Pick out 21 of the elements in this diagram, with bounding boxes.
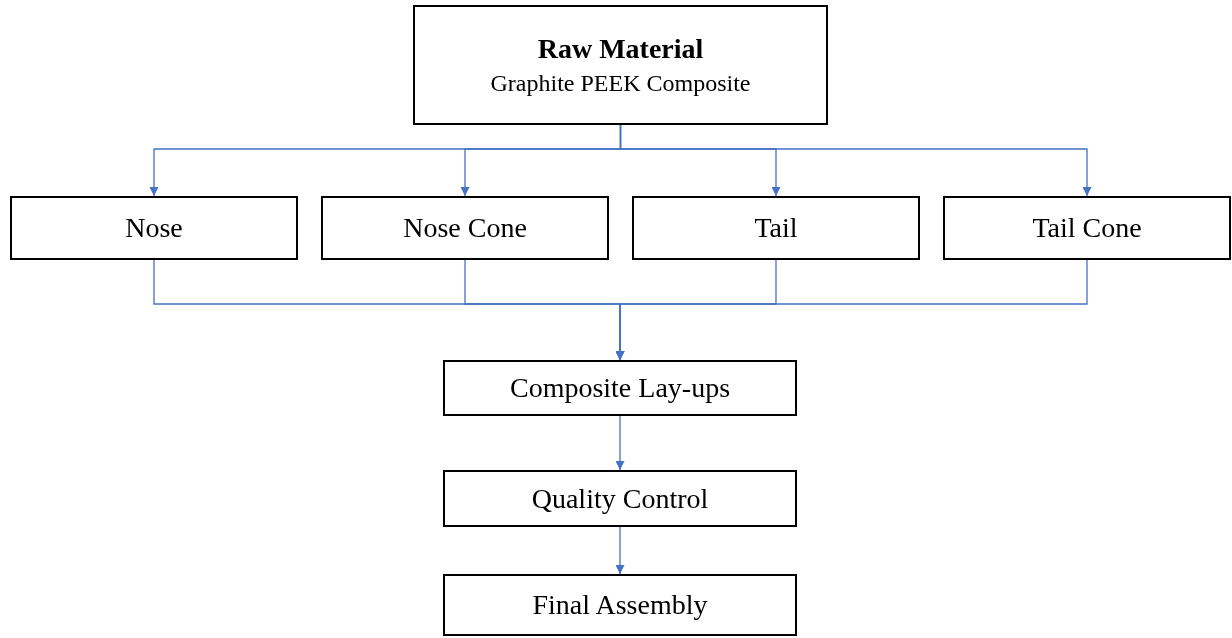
process-box: [413, 5, 828, 125]
box-label: Tail: [754, 211, 798, 245]
connector-arrow: [615, 415, 625, 471]
process-box: [632, 196, 920, 260]
process-box: [443, 470, 797, 527]
connector-arrow: [615, 259, 1088, 361]
box-label: Final Assembly: [532, 588, 708, 622]
process-box: [443, 360, 797, 416]
box-label: Tail Cone: [1032, 211, 1142, 245]
box-subtitle: Graphite PEEK Composite: [490, 68, 751, 98]
box-label: Quality Control: [531, 481, 709, 516]
box-label: Nose Cone: [403, 211, 527, 245]
process-box: [321, 196, 609, 260]
box-heading: Raw Material: [537, 32, 704, 67]
process-box: [10, 196, 298, 260]
connector-arrow: [619, 124, 1092, 197]
connector-arrow: [615, 526, 625, 575]
box-label: Nose: [125, 211, 183, 245]
box-label: Composite Lay-ups: [509, 371, 731, 405]
process-box: [443, 574, 797, 636]
process-box: [943, 196, 1231, 260]
